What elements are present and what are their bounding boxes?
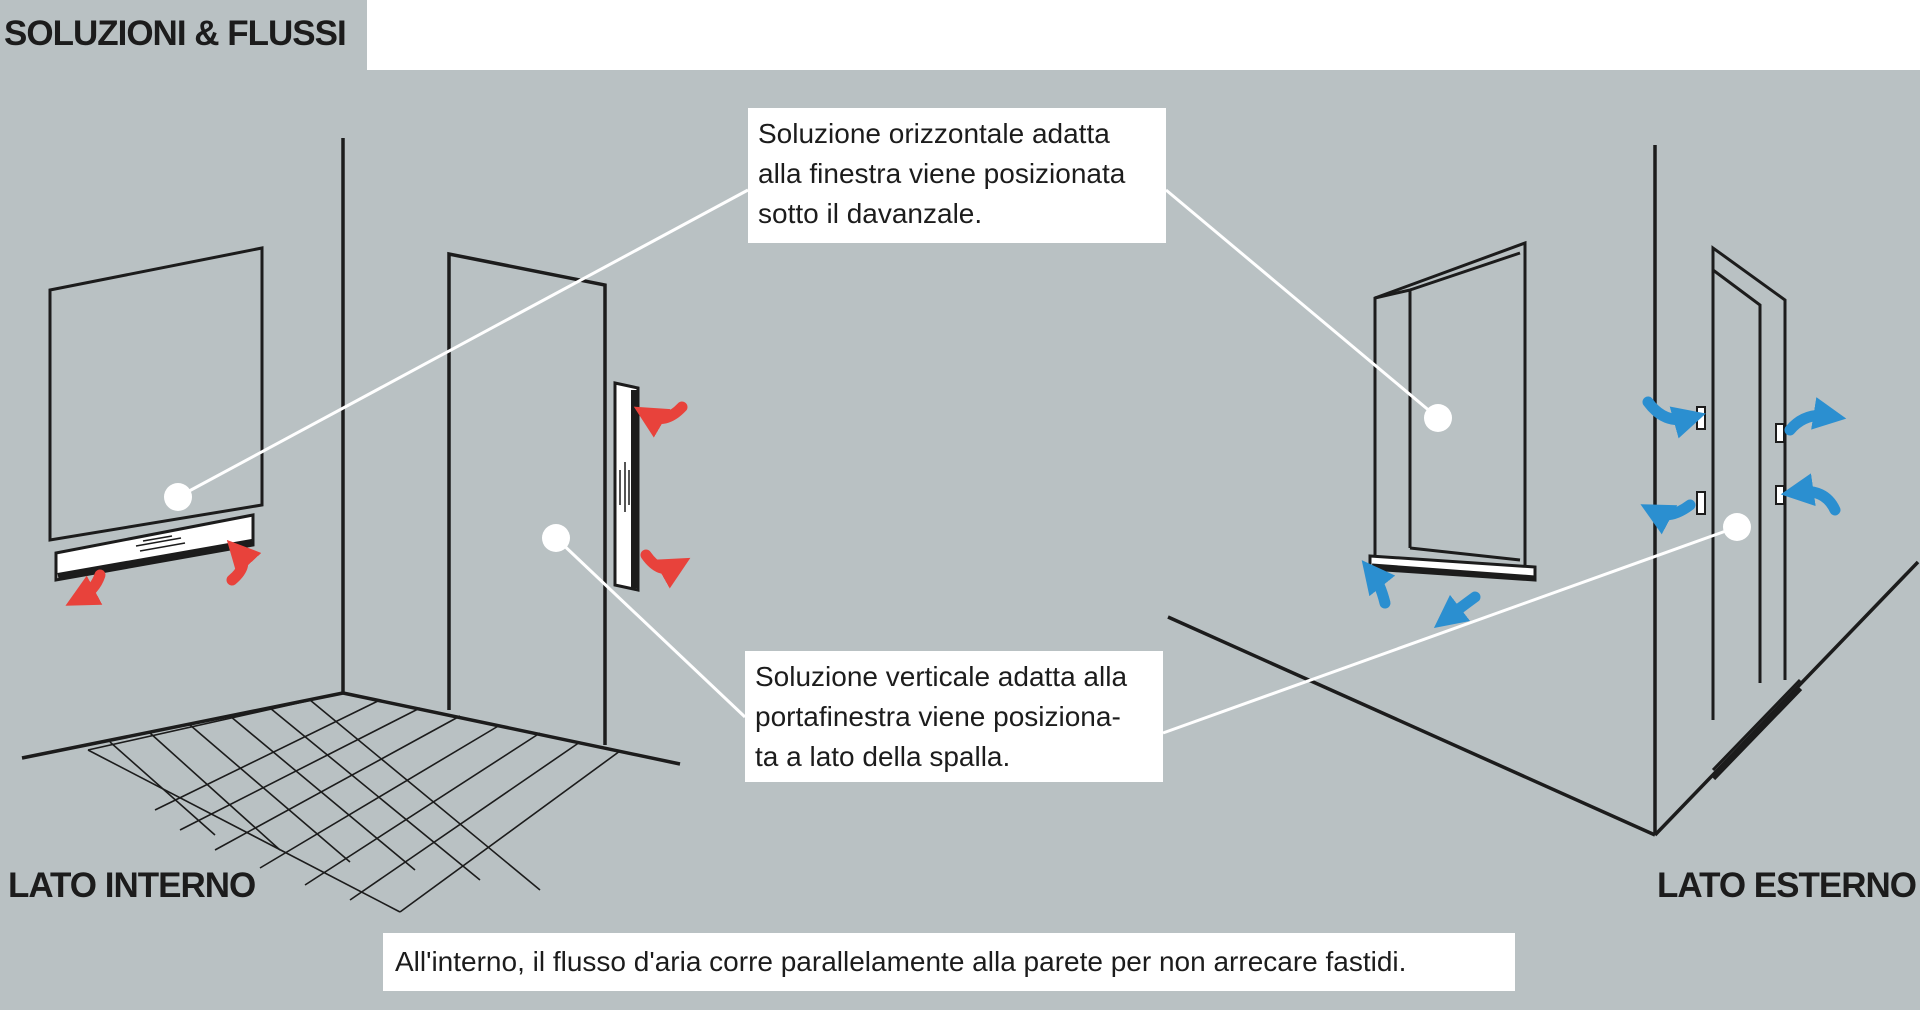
floor-left-edge — [21, 691, 344, 760]
callout-line: ta a lato della spalla. — [755, 741, 1011, 772]
door-reveal — [1712, 268, 1762, 683]
leader-vertical-right — [1162, 525, 1738, 735]
outside-airflow-arrows — [1361, 396, 1847, 629]
outside-side-label: LATO ESTERNO — [1657, 866, 1917, 905]
vent-grille — [1775, 485, 1785, 505]
inside-room — [21, 138, 681, 913]
door-opening — [1711, 245, 1787, 720]
horizontal-unit-bottom — [57, 539, 253, 579]
callout-line: sotto il davanzale. — [758, 198, 983, 229]
arrow-in-icon — [1642, 396, 1706, 439]
arrow-out-icon — [640, 549, 691, 589]
caption: All'interno, il flusso d'aria corre para… — [383, 933, 1515, 991]
window-frame — [48, 246, 264, 542]
sill-unit-edge — [1371, 563, 1536, 581]
door-frame — [447, 251, 607, 745]
leader-horizontal-right — [1165, 188, 1439, 420]
window-opening — [1373, 240, 1527, 575]
arrow-out-icon — [1433, 591, 1481, 629]
horizontal-unit-grille — [135, 537, 182, 547]
leader-dot — [1723, 513, 1751, 541]
window-sill — [1409, 546, 1521, 562]
ground-left-edge — [1167, 615, 1656, 837]
vent-grille — [1696, 491, 1706, 515]
title-bar — [367, 0, 1920, 70]
callout-line: Soluzione orizzontale adatta — [758, 118, 1110, 149]
callout-line: alla finestra viene posizionata — [758, 158, 1126, 189]
arrow-out-icon — [1640, 499, 1696, 535]
door-threshold-edge — [1710, 685, 1803, 781]
floor-tiles — [87, 692, 641, 913]
horizontal-unit-grille — [139, 542, 186, 552]
inside-airflow-arrows — [65, 401, 691, 606]
callout-vertical-solution: Soluzione verticale adatta alla portafin… — [745, 651, 1163, 782]
leader-horizontal-left — [177, 188, 749, 499]
arrow-out-icon — [65, 569, 106, 606]
door-threshold — [1711, 678, 1802, 772]
vent-grille — [1775, 423, 1785, 443]
arrow-in-icon — [1361, 560, 1396, 609]
window-reveal-top — [1409, 251, 1521, 292]
window-reveal — [1374, 288, 1412, 548]
inside-side-label: LATO INTERNO — [8, 866, 256, 905]
diagram-title: SOLUZIONI & FLUSSI — [4, 14, 347, 53]
vent-grille — [1696, 406, 1706, 430]
horizontal-unit-grille — [142, 535, 173, 542]
callout-line: portafinestra viene posiziona- — [755, 701, 1121, 732]
leader-dot — [1424, 404, 1452, 432]
leader-dot — [164, 483, 192, 511]
callout-line: Soluzione verticale adatta alla — [755, 661, 1128, 692]
leader-vertical-left — [554, 536, 747, 719]
outside-room — [1167, 145, 1920, 837]
callout-horizontal-solution: Soluzione orizzontale adatta alla finest… — [748, 108, 1166, 243]
leader-points — [164, 404, 1751, 552]
arrow-in-icon — [633, 401, 688, 438]
arrow-out-icon — [1784, 397, 1847, 436]
leader-dot — [542, 524, 570, 552]
leader-lines — [177, 188, 1738, 735]
arrow-in-icon — [226, 539, 262, 586]
arrow-in-icon — [1780, 473, 1841, 516]
